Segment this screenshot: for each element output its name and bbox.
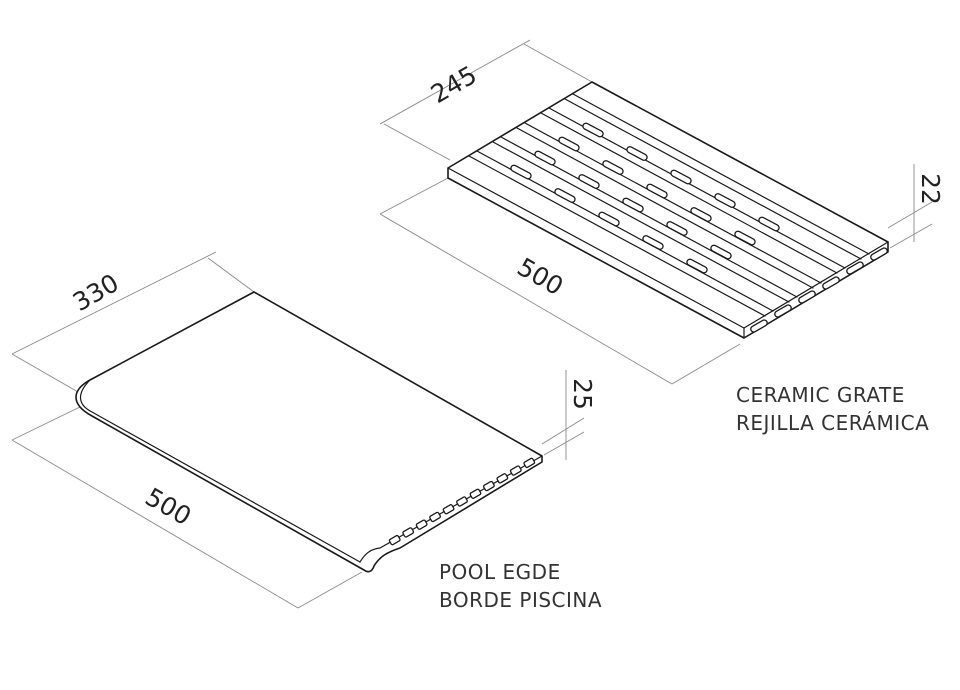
pool-edge-hole	[509, 465, 522, 476]
grate-slot	[714, 193, 736, 208]
pool-edge-hole	[456, 496, 468, 507]
grate-width-dimension: 245	[426, 60, 482, 109]
grate-caption-spanish: REJILLA CERÁMICA	[736, 411, 930, 435]
pool-edge-hole	[523, 457, 536, 469]
grate-slot	[758, 216, 780, 232]
pool-edge-caption-english: POOL EGDE	[439, 560, 561, 584]
grate-slot	[554, 188, 576, 203]
grate-slot	[710, 244, 732, 260]
grate-slot	[734, 230, 756, 246]
pool-edge-hole	[496, 473, 509, 484]
grate-slot	[690, 207, 712, 222]
grate-slot	[646, 183, 668, 199]
grate-slot	[642, 235, 664, 250]
grate-slot	[534, 150, 556, 166]
grate-slot	[670, 169, 692, 185]
pool-edge-hole	[402, 527, 415, 538]
pool-edge-holes	[388, 457, 536, 546]
pool-edge-hole	[429, 511, 442, 523]
grate-length-dimension: 500	[512, 252, 568, 301]
pool-edge-hole	[415, 519, 428, 530]
grate-caption-english: CERAMIC GRATE	[736, 383, 905, 407]
grate-height-dimension: 22	[916, 173, 945, 205]
pool-edge-hole	[482, 480, 495, 492]
pool-edge-hole	[442, 504, 455, 515]
pool-edge-height-dimension: 25	[568, 378, 597, 410]
pool-edge-hole	[469, 488, 482, 499]
pool-edge-caption-spanish: BORDE PISCINA	[439, 588, 603, 612]
grate-slot	[686, 258, 708, 274]
pool-edge-slab	[75, 291, 543, 573]
grate-end-holes	[750, 247, 888, 333]
pool-edge-dimension-lines	[11, 251, 585, 609]
grate-dimension-lines	[379, 39, 933, 385]
grate-slot	[602, 160, 624, 175]
grate-slot	[622, 197, 644, 213]
pool-edge-caption: POOL EGDE BORDE PISCINA	[439, 558, 602, 614]
grate-caption: CERAMIC GRATE REJILLA CERÁMICA	[736, 381, 929, 437]
pool-edge-length-dimension: 500	[140, 482, 196, 531]
grate-slot	[582, 122, 604, 138]
grate-ribs	[468, 93, 870, 317]
grate-top-slots	[510, 122, 780, 274]
grate-slot	[598, 211, 620, 227]
ceramic-grate-drawing: 245 500 22	[379, 39, 945, 385]
pool-edge-width-dimension: 330	[68, 268, 124, 317]
grate-slot	[510, 164, 532, 180]
pool-edge-drawing: 330 500 25	[11, 251, 597, 609]
pool-edge-hole	[388, 534, 401, 546]
grate-slot	[578, 174, 600, 189]
grate-slot	[666, 221, 688, 236]
grate-slot	[626, 146, 648, 161]
grate-slot	[558, 136, 580, 152]
